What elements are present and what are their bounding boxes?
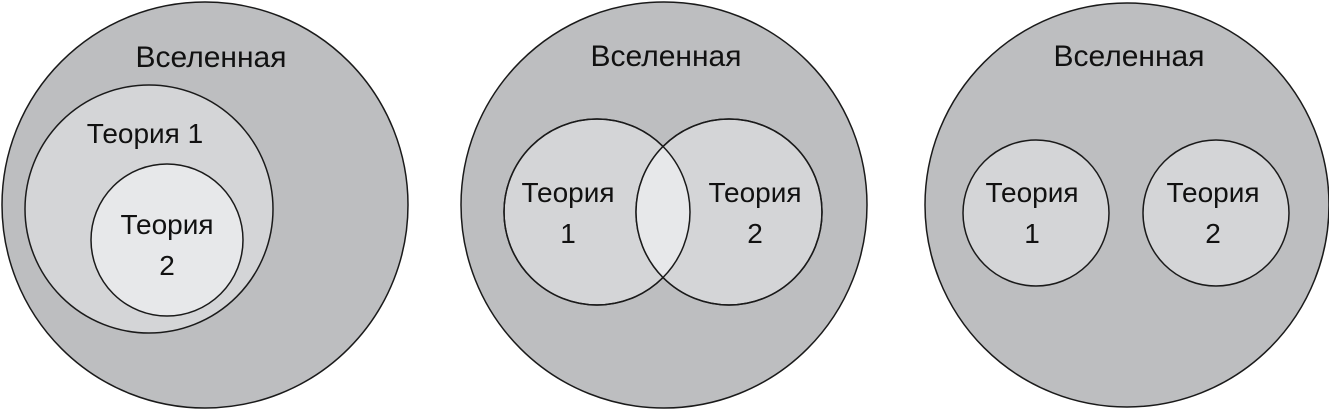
diagram-nested: Вселенная Теория 1 Теория 2 <box>1 1 409 409</box>
universe-label: Вселенная <box>1054 40 1205 73</box>
diagram-disjoint: Вселенная Теория 1 Теория 2 <box>924 2 1329 408</box>
diagram-overlapping: Вселенная Теория 1 Теория 2 <box>460 1 868 409</box>
theory2-label: Теория <box>708 177 801 208</box>
theory1-label: Теория 1 <box>87 118 203 149</box>
theory1-label: Теория <box>985 177 1078 208</box>
theory1-number: 1 <box>560 218 576 249</box>
universe-label: Вселенная <box>591 40 742 73</box>
theory2-label: Теория <box>120 209 213 240</box>
theory2-circle <box>1142 139 1290 287</box>
theory2-number: 2 <box>159 250 175 281</box>
theory2-outline <box>635 118 823 306</box>
theory1-outline <box>503 118 691 306</box>
theory1-label: Теория <box>521 177 614 208</box>
universe-label: Вселенная <box>136 41 287 74</box>
theory2-label: Теория <box>1166 177 1259 208</box>
theory2-circle <box>90 163 244 317</box>
universe-circle <box>924 2 1329 408</box>
theory2-number: 2 <box>1205 218 1221 249</box>
theory1-circle <box>962 139 1110 287</box>
theory2-number: 2 <box>747 218 763 249</box>
theory1-number: 1 <box>1024 218 1040 249</box>
